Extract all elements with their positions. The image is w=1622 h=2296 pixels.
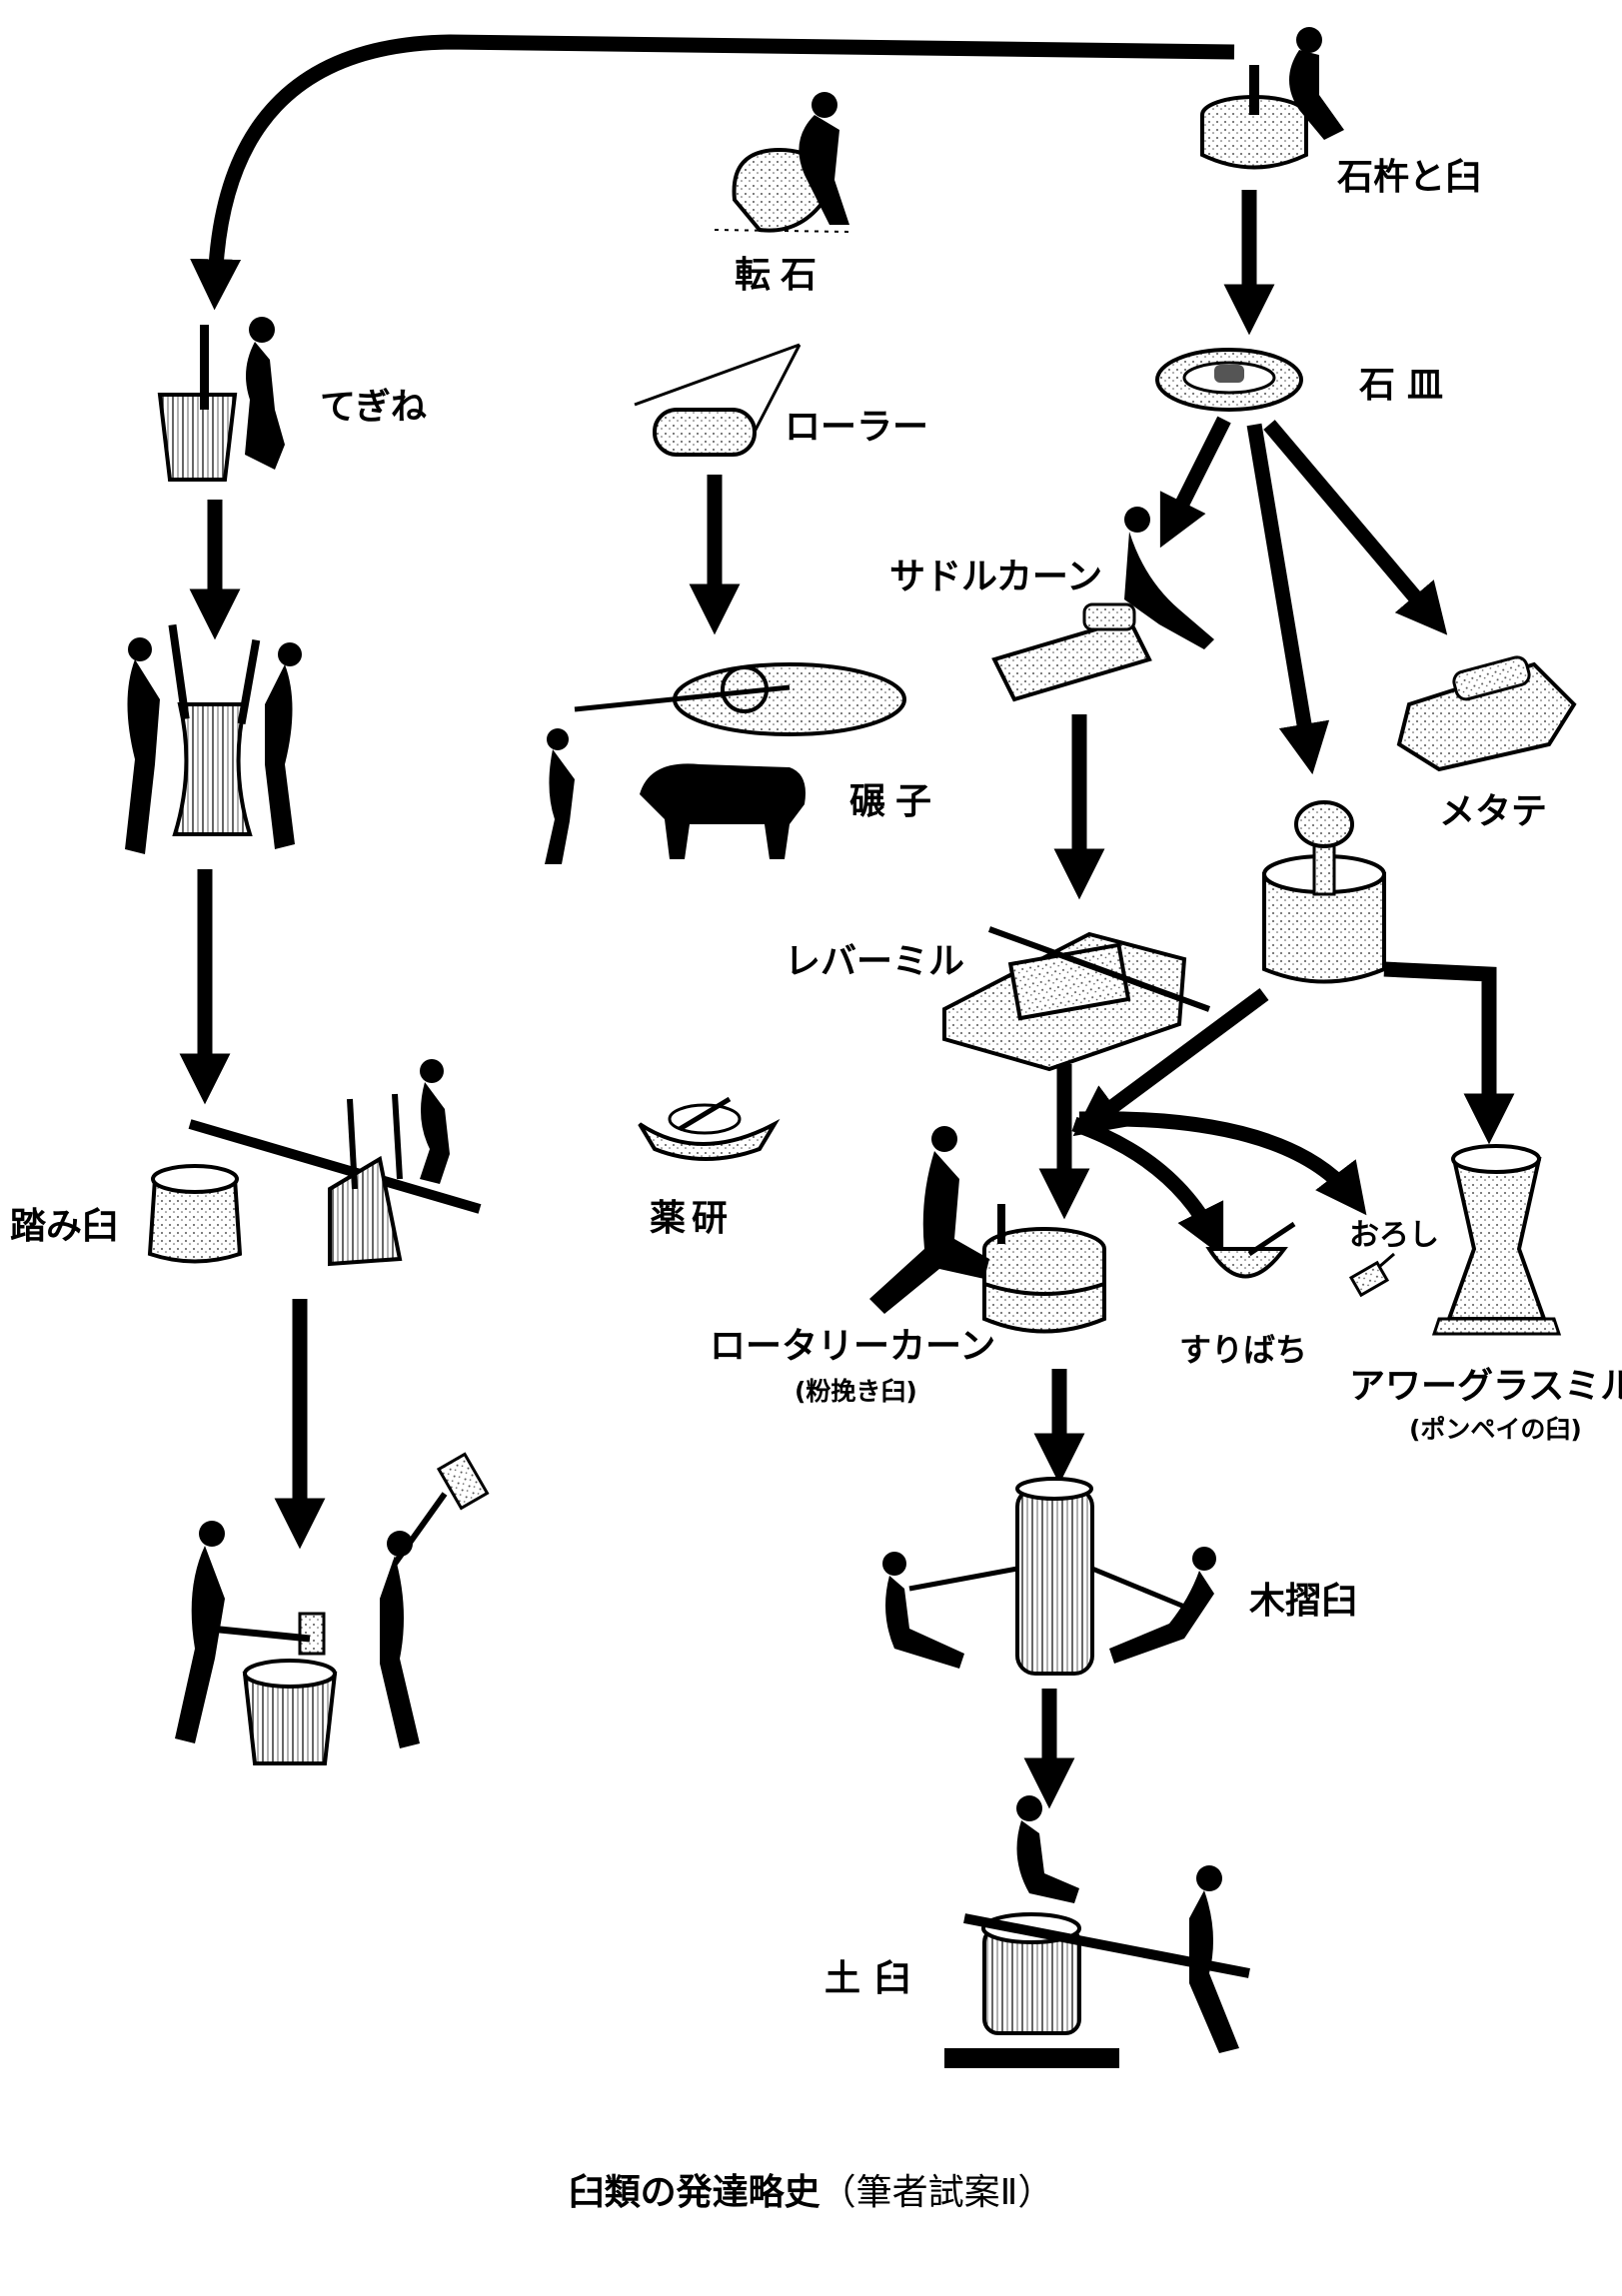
- label-hourglass-mill: アワーグラスミル: [1349, 1366, 1622, 1407]
- label-tsuchiusu: 土臼: [824, 1958, 925, 1999]
- label-tegine: てぎね: [320, 387, 427, 428]
- two-people-pounding-mortar: [125, 623, 302, 854]
- label-yagen: 薬研: [650, 1198, 735, 1239]
- grinding-bowl: [1205, 1221, 1296, 1279]
- arrow-pestle-to-junction: [1072, 987, 1269, 1137]
- arrow-sekisara-to-saddle: [1159, 416, 1231, 549]
- two-people-with-mallet-and-mortar: [175, 1452, 490, 1765]
- pestle-in-mortar: [1262, 800, 1386, 984]
- label-saddle-quern: サドルカーン: [889, 557, 1103, 597]
- label-tenseki: 転石: [735, 255, 827, 296]
- person-pounding-with-hand-pestle: [157, 317, 285, 482]
- label-oroshi: おろし: [1349, 1218, 1439, 1253]
- caption-main: 臼類の発達略史: [568, 2172, 820, 2213]
- caption-note: （筆者試案Ⅱ）: [819, 2172, 1054, 2213]
- label-hourglass-mill-note: (ポンペイの臼): [1409, 1415, 1582, 1444]
- saddle-quern-grinding: [991, 507, 1214, 702]
- label-rotary-quern-note: (粉挽き臼): [795, 1377, 917, 1406]
- arrow-sekisara-to-metate: [1263, 420, 1448, 635]
- medicine-grinder: [638, 1096, 781, 1161]
- label-tenshi: 碾子: [849, 781, 942, 822]
- person-with-stone-pestle-and-mortar: [1200, 27, 1344, 170]
- ox-driven-edge-runner-mill: [545, 662, 906, 864]
- label-sekisara: 石皿: [1359, 365, 1456, 406]
- treadle-mortar: [147, 1059, 482, 1267]
- roller-on-frame: [634, 343, 802, 457]
- rotary-quern-with-person: [869, 1126, 1106, 1334]
- lever-mill: [942, 926, 1211, 1072]
- label-lever-mill: レバーミル: [785, 941, 965, 982]
- arrow-junction-to-suribachi: [1071, 1116, 1224, 1258]
- person-rolling-stone: [714, 92, 850, 233]
- label-kisuriusu: 木摺臼: [1249, 1581, 1358, 1622]
- label-fumiusu: 踏み臼: [10, 1206, 119, 1247]
- hourglass-mill: [1431, 1144, 1562, 1336]
- label-sekkyo-to-usu: 石杵と臼: [1337, 157, 1482, 198]
- label-metate: メタテ: [1439, 791, 1548, 832]
- arrow-sekkyo-to-tegine: [190, 34, 1235, 311]
- arrow-junction-to-oroshi: [1078, 1111, 1367, 1216]
- arrows: [179, 34, 1515, 1809]
- figure-caption: 臼類の発達略史（筆者試案Ⅱ）: [0, 2163, 1622, 2215]
- arrow-sekisara-to-pestle: [1246, 423, 1330, 775]
- wooden-husking-mill: [882, 1477, 1216, 1676]
- clay-husking-mill: [944, 1795, 1250, 2068]
- label-roller: ローラー: [785, 407, 929, 448]
- stone-dish: [1155, 348, 1303, 412]
- metate-stone: [1396, 655, 1577, 772]
- grater: [1348, 1252, 1395, 1298]
- label-rotary-quern: ロータリーカーン: [710, 1326, 996, 1367]
- arrow-pestle-to-hourglass: [1383, 961, 1515, 1145]
- label-suribachi: すりばち: [1179, 1331, 1308, 1369]
